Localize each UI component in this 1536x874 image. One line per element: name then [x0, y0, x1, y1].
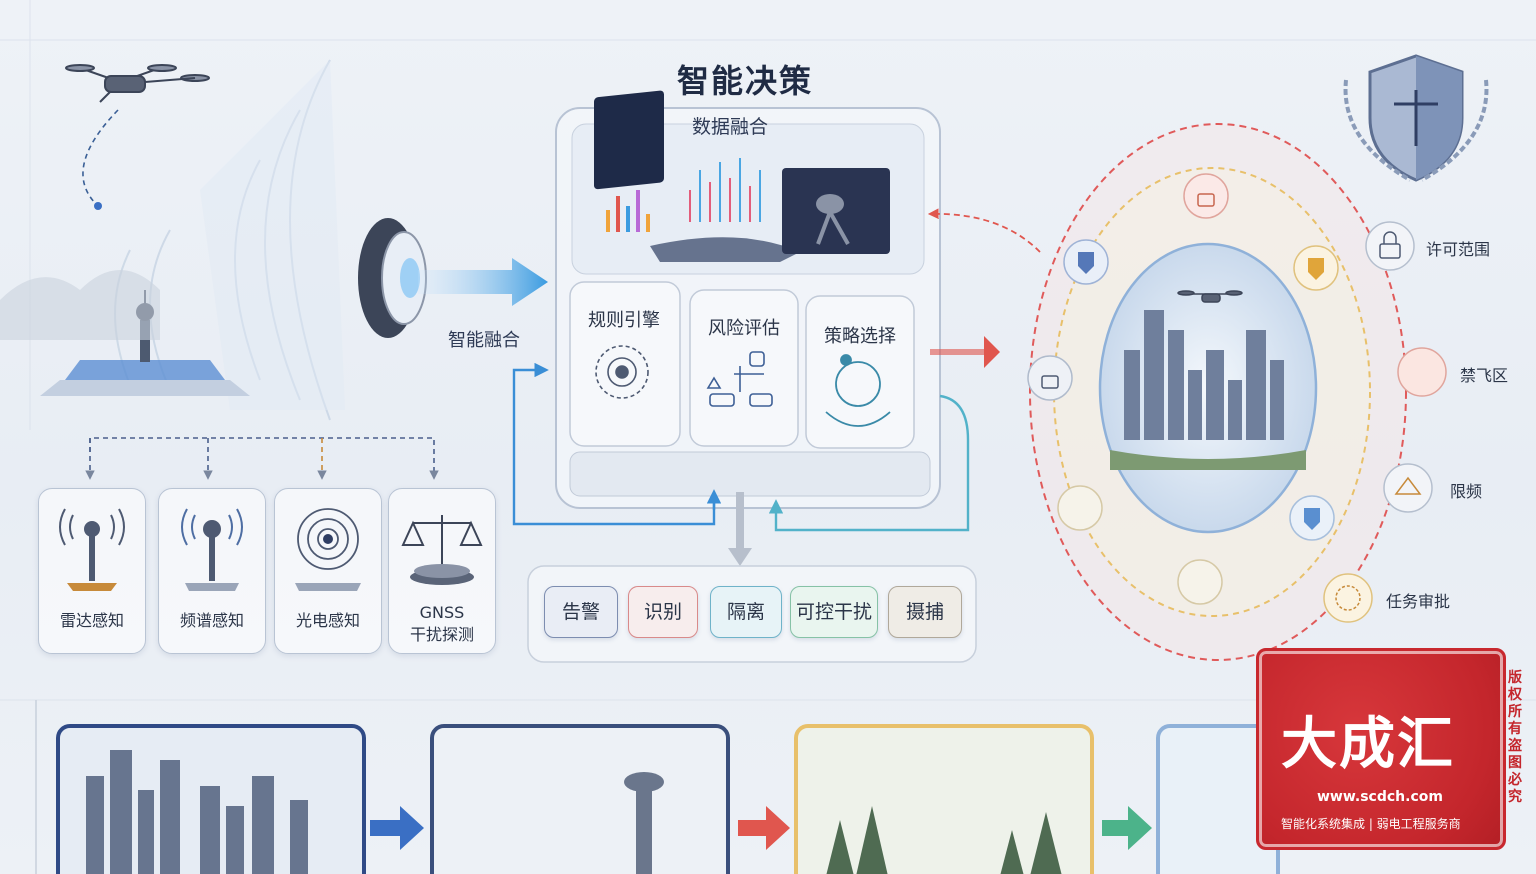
spectrum-icon: [181, 508, 243, 591]
watermark-main: 大成汇: [1281, 711, 1455, 777]
radar-icon: [59, 508, 125, 591]
watermark-side: 版权所有 盗图必究: [1508, 670, 1522, 805]
policy-label-permit: 许可范围: [1426, 240, 1491, 259]
feedback-loop-left: [512, 362, 716, 526]
engine-strategy-label: 策略选择: [824, 326, 896, 347]
sensor-lens-icon: [358, 218, 427, 338]
page-title: 智能决策: [676, 62, 813, 100]
action-alert-button[interactable]: 告警: [544, 586, 618, 638]
feedback-loop-right: [768, 394, 970, 532]
watermark-stamp: 大成汇 www.scdch.com 智能化系统集成 | 弱电工程服务商: [1256, 648, 1506, 850]
optical-icon: [295, 508, 361, 591]
policy-label-approval: 任务审批: [1386, 592, 1451, 611]
city-illustration: [1110, 310, 1306, 470]
sensor-label-gnss-sub: 干扰探测: [409, 625, 474, 644]
sensor-label-gnss: GNSS: [419, 603, 465, 622]
watermark-url: www.scdch.com: [1317, 789, 1443, 805]
sensor-label-radar: 雷达感知: [59, 611, 124, 630]
policy-icons: [1323, 221, 1447, 623]
fusion-arrow: [418, 258, 548, 306]
action-identify-button[interactable]: 识别: [628, 586, 698, 638]
ground-station-icon: [40, 290, 250, 396]
drone-icon: [65, 64, 210, 103]
sensor-card-gnss: GNSS 干扰探测: [388, 488, 496, 654]
city-drone-icon: [1177, 290, 1243, 303]
engine-rules-label: 规则引擎: [588, 310, 660, 331]
smart-fusion-label: 智能融合: [448, 330, 520, 351]
strategy-icon: [825, 354, 891, 427]
policy-label-freq-limit: 限频: [1450, 482, 1483, 501]
engine-risk-label: 风险评估: [708, 318, 780, 339]
sensor-connectors: [85, 437, 439, 480]
ring-badges: [1027, 173, 1339, 605]
shield-emblem-icon: [1343, 54, 1489, 182]
data-fusion-label: 数据融合: [691, 116, 768, 138]
target-icon: [595, 345, 649, 399]
sensor-label-optical: 光电感知: [295, 611, 360, 630]
action-jamming-button[interactable]: 可控干扰: [790, 586, 878, 638]
sensor-card-radar: 雷达感知: [38, 488, 146, 654]
decision-cabinet: [555, 90, 941, 509]
sensor-card-optical: 光电感知: [274, 488, 382, 654]
sensor-card-spectrum: 频谱感知: [158, 488, 266, 654]
scenario-strip: [35, 700, 1280, 874]
watermark-sub: 智能化系统集成 | 弱电工程服务商: [1281, 817, 1461, 831]
scale-icon: [401, 515, 483, 585]
action-isolate-button[interactable]: 隔离: [710, 586, 782, 638]
action-capture-button[interactable]: 摄捕: [888, 586, 962, 638]
balance-flow-icon: [706, 351, 773, 407]
sensor-label-spectrum: 频谱感知: [179, 611, 244, 630]
policy-label-no-fly: 禁飞区: [1460, 366, 1509, 385]
